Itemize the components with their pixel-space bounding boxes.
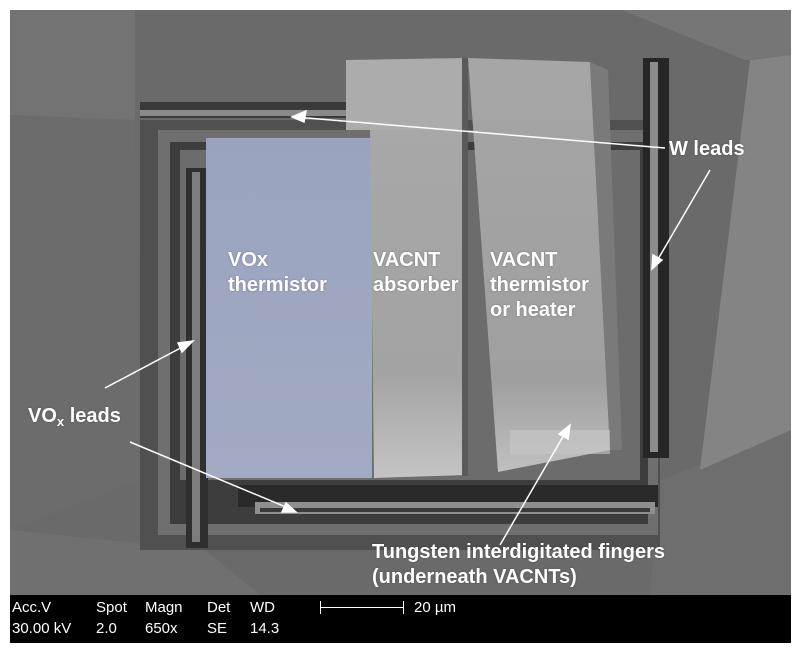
w-lead-arrow-2: [653, 169, 711, 267]
sem-micrograph: W leads VOx thermistor VACNT absorber VA…: [10, 10, 791, 595]
databar-header-spot: Spot: [96, 599, 127, 616]
vox-lead-arrow-2: [129, 441, 294, 511]
callout-lines: [104, 109, 711, 546]
w-lead-arrowhead-1: [290, 109, 307, 124]
databar-value-magn: 650x: [145, 620, 178, 637]
bottom-lead-shadow: [260, 508, 650, 512]
right-wall: [700, 55, 791, 470]
databar-value-det: SE: [207, 620, 228, 637]
databar-value-wd: 14.3: [250, 620, 280, 637]
w-lead-arrow-1: [294, 116, 666, 149]
databar-header-det: Det: [207, 599, 231, 616]
w-leads-label: W leads: [669, 138, 745, 160]
vacnt-thermistor-label-line1: VACNT: [490, 249, 558, 271]
vox-thermistor-label-line2: thermistor: [228, 274, 327, 296]
vox-lead-arrow-1: [104, 342, 191, 389]
vacnt-absorber-label-line1: VACNT: [373, 249, 441, 271]
vox-leads-tail: leads: [64, 405, 121, 427]
vacnt-thermistor-block: [468, 58, 610, 472]
scale-bar-tick-right: [403, 601, 404, 614]
sem-databar: Acc.V Spot Magn Det WD 30.00 kV 2.0 650x…: [10, 595, 791, 643]
scale-bar-label: 20 µm: [414, 599, 456, 616]
bottom-lead-channel: [238, 485, 658, 507]
vacnt-thermistor-label-line3: or heater: [490, 299, 576, 321]
databar-header-accv: Acc.V: [12, 599, 52, 616]
vox-lead-arrowhead-1: [176, 339, 196, 354]
tungsten-arrowhead: [557, 423, 572, 441]
tungsten-label-line2: (underneath VACNTs): [372, 566, 577, 588]
vox-thermistor-region: [206, 138, 372, 478]
vox-leads-subscript: x: [56, 414, 65, 429]
databar-value-spot: 2.0: [96, 620, 117, 637]
vox-leads-label: VOx leads: [28, 404, 121, 430]
substrate-bottom-left: [10, 530, 260, 595]
substrate-top-left: [10, 10, 135, 120]
databar-value-accv: 30.00 kV: [12, 620, 72, 637]
scale-bar-tick-left: [320, 601, 321, 614]
vacnt-absorber-block: [346, 58, 466, 478]
vox-lead-arrowhead-2: [280, 501, 298, 513]
w-lead-arrowhead-2: [651, 253, 664, 271]
vacnt-thermistor-label-line2: thermistor: [490, 274, 589, 296]
vacnt-gap: [462, 58, 468, 476]
vox-thermistor-label-line1: VOx: [228, 249, 269, 271]
vacnt-absorber-label-line2: absorber: [373, 274, 459, 296]
databar-header-magn: Magn: [145, 599, 183, 616]
substrate-bottom-right: [650, 430, 791, 595]
tungsten-arrow: [499, 427, 569, 546]
tungsten-label-line1: Tungsten interdigitated fingers: [372, 541, 665, 563]
top-lead: [140, 110, 355, 116]
left-vox-lead: [192, 172, 200, 542]
scale-bar: [320, 599, 404, 615]
thermistor-side: [590, 62, 622, 450]
databar-header-wd: WD: [250, 599, 275, 616]
vox-leads-main: VO: [28, 405, 57, 427]
sem-image: [10, 10, 791, 595]
absorber-top: [346, 60, 462, 130]
substrate-top-right: [622, 10, 791, 60]
left-wall: [10, 115, 140, 530]
scale-bar-line: [320, 607, 404, 608]
